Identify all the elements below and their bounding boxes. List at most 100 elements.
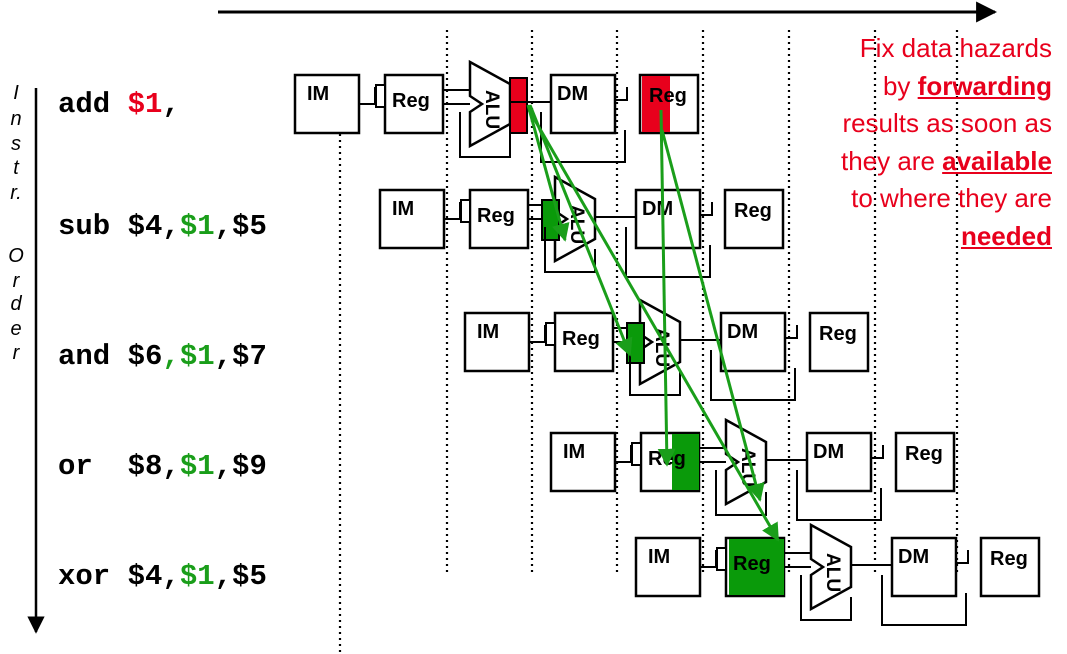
axis-letter: e bbox=[10, 318, 22, 340]
connector bbox=[956, 550, 969, 564]
instruction-token: or $8, bbox=[58, 450, 180, 483]
connector bbox=[615, 87, 628, 101]
pipeline-latch bbox=[375, 84, 386, 108]
note-text: Fix data hazards bbox=[859, 33, 1052, 63]
forward-arrow bbox=[527, 109, 780, 542]
note-text: by bbox=[882, 70, 918, 101]
alu-loop bbox=[800, 575, 852, 621]
wb-reg-label: Reg bbox=[649, 85, 687, 107]
im-box bbox=[634, 536, 702, 598]
alu-loop bbox=[629, 350, 681, 396]
instruction-token: $1 bbox=[179, 450, 215, 483]
note-emphasis: needed bbox=[960, 220, 1052, 251]
axis-letter: r bbox=[12, 342, 20, 364]
instruction-token: ,$9 bbox=[214, 450, 267, 483]
alu-result-hazard bbox=[509, 77, 528, 134]
pipeline-stages: IMRegALUDMRegIMRegALUDMRegIMRegALUDMRegI… bbox=[293, 59, 1041, 626]
forward-arrow bbox=[660, 129, 765, 502]
instruction-token: add bbox=[58, 88, 128, 121]
alu-loop bbox=[544, 227, 596, 273]
note-emphasis: available bbox=[942, 145, 1052, 176]
wb-reg-label: Reg bbox=[990, 548, 1028, 570]
instruction-token: sub $4, bbox=[58, 210, 180, 243]
im-label: IM bbox=[477, 321, 499, 343]
connector bbox=[615, 445, 632, 463]
reg-label: Reg bbox=[392, 90, 430, 112]
dm-loop bbox=[540, 112, 626, 163]
axis-letter: t bbox=[13, 157, 19, 179]
connector bbox=[871, 445, 884, 459]
axis-letter: r bbox=[12, 270, 20, 292]
pipeline-latch bbox=[631, 442, 642, 466]
instruction-add: add $1, bbox=[58, 88, 180, 121]
im-label: IM bbox=[392, 198, 414, 220]
dm-loop bbox=[625, 227, 711, 278]
im-label: IM bbox=[307, 83, 329, 105]
wb-reg-hazard bbox=[642, 76, 670, 132]
note-line: Fix data hazards bbox=[770, 30, 1052, 68]
instruction-token: xor $4, bbox=[58, 560, 180, 593]
im-box bbox=[463, 311, 531, 373]
dm-box bbox=[719, 311, 787, 373]
dm-loop bbox=[796, 470, 882, 521]
dm-box bbox=[890, 536, 958, 598]
instruction-token: ,$1 bbox=[162, 340, 215, 373]
instruction-token: $1 bbox=[179, 210, 215, 243]
reg-forward-fill bbox=[729, 539, 784, 595]
dm-box bbox=[549, 73, 617, 135]
pipeline-latch bbox=[460, 199, 471, 223]
instruction-token: ,$5 bbox=[214, 560, 267, 593]
instruction-token: ,$5 bbox=[214, 210, 267, 243]
dm-label: DM bbox=[557, 83, 588, 105]
im-label: IM bbox=[648, 546, 670, 568]
reg-label: Reg bbox=[562, 328, 600, 350]
note-emphasis: forwarding bbox=[917, 70, 1052, 101]
alu-loop bbox=[715, 470, 767, 516]
forward-arrow bbox=[526, 104, 570, 242]
axis-letter: s bbox=[11, 133, 21, 155]
reg-label: Reg bbox=[477, 205, 515, 227]
instruction-xor: xor $4,$1,$5 bbox=[58, 560, 267, 593]
note-line: results as soon as bbox=[770, 105, 1052, 143]
instruction-token: $1 bbox=[179, 560, 215, 593]
wb-reg-label: Reg bbox=[905, 443, 943, 465]
wb-reg-box bbox=[979, 536, 1041, 598]
forward-arrow bbox=[528, 104, 633, 357]
alu-loop bbox=[459, 112, 511, 158]
alu-label: ALU bbox=[651, 328, 672, 367]
wb-reg-box bbox=[808, 311, 870, 373]
pipeline-latch bbox=[716, 547, 727, 571]
note-line: by forwarding bbox=[770, 68, 1052, 106]
connector bbox=[529, 325, 546, 343]
axis-letter: I bbox=[13, 82, 19, 104]
connector bbox=[785, 325, 798, 339]
instruction-or: or $8,$1,$9 bbox=[58, 450, 267, 483]
axis-letter: n bbox=[10, 108, 22, 130]
alu-label: ALU bbox=[822, 553, 843, 592]
dm-box bbox=[805, 431, 873, 493]
instruction-token: $1 bbox=[127, 88, 163, 121]
axis-letter: O bbox=[8, 245, 24, 267]
instruction-sub: sub $4,$1,$5 bbox=[58, 210, 267, 243]
instruction-and: and $6,$1,$7 bbox=[58, 340, 267, 373]
note-line: they are available bbox=[770, 143, 1052, 181]
note-text: they are bbox=[840, 145, 943, 176]
axis-letter: r. bbox=[10, 182, 22, 204]
dm-label: DM bbox=[813, 441, 844, 463]
wb-reg-label: Reg bbox=[819, 323, 857, 345]
wb-reg-label: Reg bbox=[734, 200, 772, 222]
axis-letter: d bbox=[10, 293, 22, 315]
instruction-token: and $6 bbox=[58, 340, 163, 373]
dm-loop bbox=[710, 350, 796, 401]
dm-box bbox=[634, 188, 702, 250]
pipeline-row-add: IM Reg ALU DM Reg bbox=[293, 59, 700, 163]
connector bbox=[359, 87, 376, 105]
instruction-token: ,$7 bbox=[214, 340, 267, 373]
alu-label: ALU bbox=[481, 90, 502, 129]
